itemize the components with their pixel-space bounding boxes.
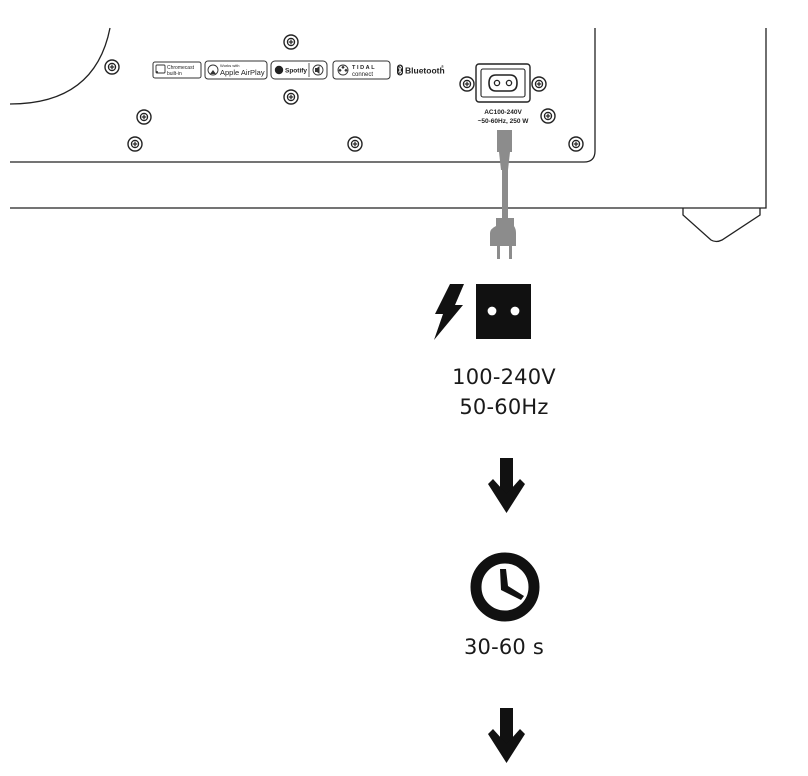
- lightning-icon: [434, 284, 464, 340]
- inlet-label-line2: ~50-60Hz, 250 W: [478, 118, 530, 125]
- screw-icon: [104, 59, 120, 75]
- airplay-badge: Works with Apple AirPlay: [204, 60, 268, 80]
- airplay-main: Apple AirPlay: [220, 68, 265, 77]
- plug-pin: [509, 246, 512, 259]
- screw-icon: [347, 136, 363, 152]
- wall-socket-icon: [476, 284, 531, 339]
- speaker-back-panel: [9, 27, 767, 243]
- screw-icon: [568, 136, 584, 152]
- chromecast-badge: Chromecast built-in: [152, 61, 202, 79]
- power-cable: [490, 130, 516, 259]
- figure-8-socket-icon: [488, 74, 518, 92]
- spotify-badge: Spotify: [270, 60, 328, 80]
- spotify-main: Spotify: [285, 68, 307, 75]
- bluetooth-badge: Bluetooth ®: [397, 64, 445, 76]
- arrow-down-icon: [488, 458, 525, 513]
- driver-arc: [9, 27, 111, 105]
- clock-icon: [470, 552, 540, 622]
- chromecast-line2: built-in: [167, 71, 182, 77]
- outer-body-outline: [10, 28, 767, 209]
- speaker-foot: [682, 208, 761, 243]
- chromecast-icon: [155, 64, 166, 74]
- screw-icon: [136, 109, 152, 125]
- plug-body: [490, 218, 516, 246]
- spotify-icon: [274, 65, 284, 75]
- screw-icon: [459, 76, 475, 92]
- tidal-badge: TIDAL connect: [332, 60, 391, 80]
- airplay-icon: [207, 64, 219, 76]
- plug-pin: [497, 246, 500, 259]
- voltage-range: 100-240V: [452, 365, 556, 389]
- tidal-line1: TIDAL: [352, 65, 376, 71]
- inlet-label-line1: AC100-240V: [484, 109, 522, 116]
- frequency-range: 50-60Hz: [459, 395, 549, 419]
- inner-panel-outline: [10, 28, 596, 163]
- screw-icon: [127, 136, 143, 152]
- airplay-small: Works with: [220, 63, 239, 68]
- screw-icon: [540, 108, 556, 124]
- bluetooth-registered-mark: ®: [441, 64, 444, 69]
- bluetooth-icon: [397, 64, 403, 76]
- screw-icon: [283, 89, 299, 105]
- chromecast-line1: Chromecast: [167, 65, 195, 71]
- tidal-line2: connect: [352, 72, 373, 78]
- wait-time: 30-60 s: [463, 635, 545, 659]
- voltage-spec: 100-240V 50-60Hz: [404, 362, 604, 422]
- screw-icon: [283, 34, 299, 50]
- screw-icon: [531, 76, 547, 92]
- speaker-icon: [312, 64, 324, 76]
- arrow-down-icon: [488, 708, 525, 763]
- bluetooth-main: Bluetooth: [405, 66, 445, 76]
- power-inlet: AC100-240V ~50-60Hz, 250 W: [475, 63, 531, 125]
